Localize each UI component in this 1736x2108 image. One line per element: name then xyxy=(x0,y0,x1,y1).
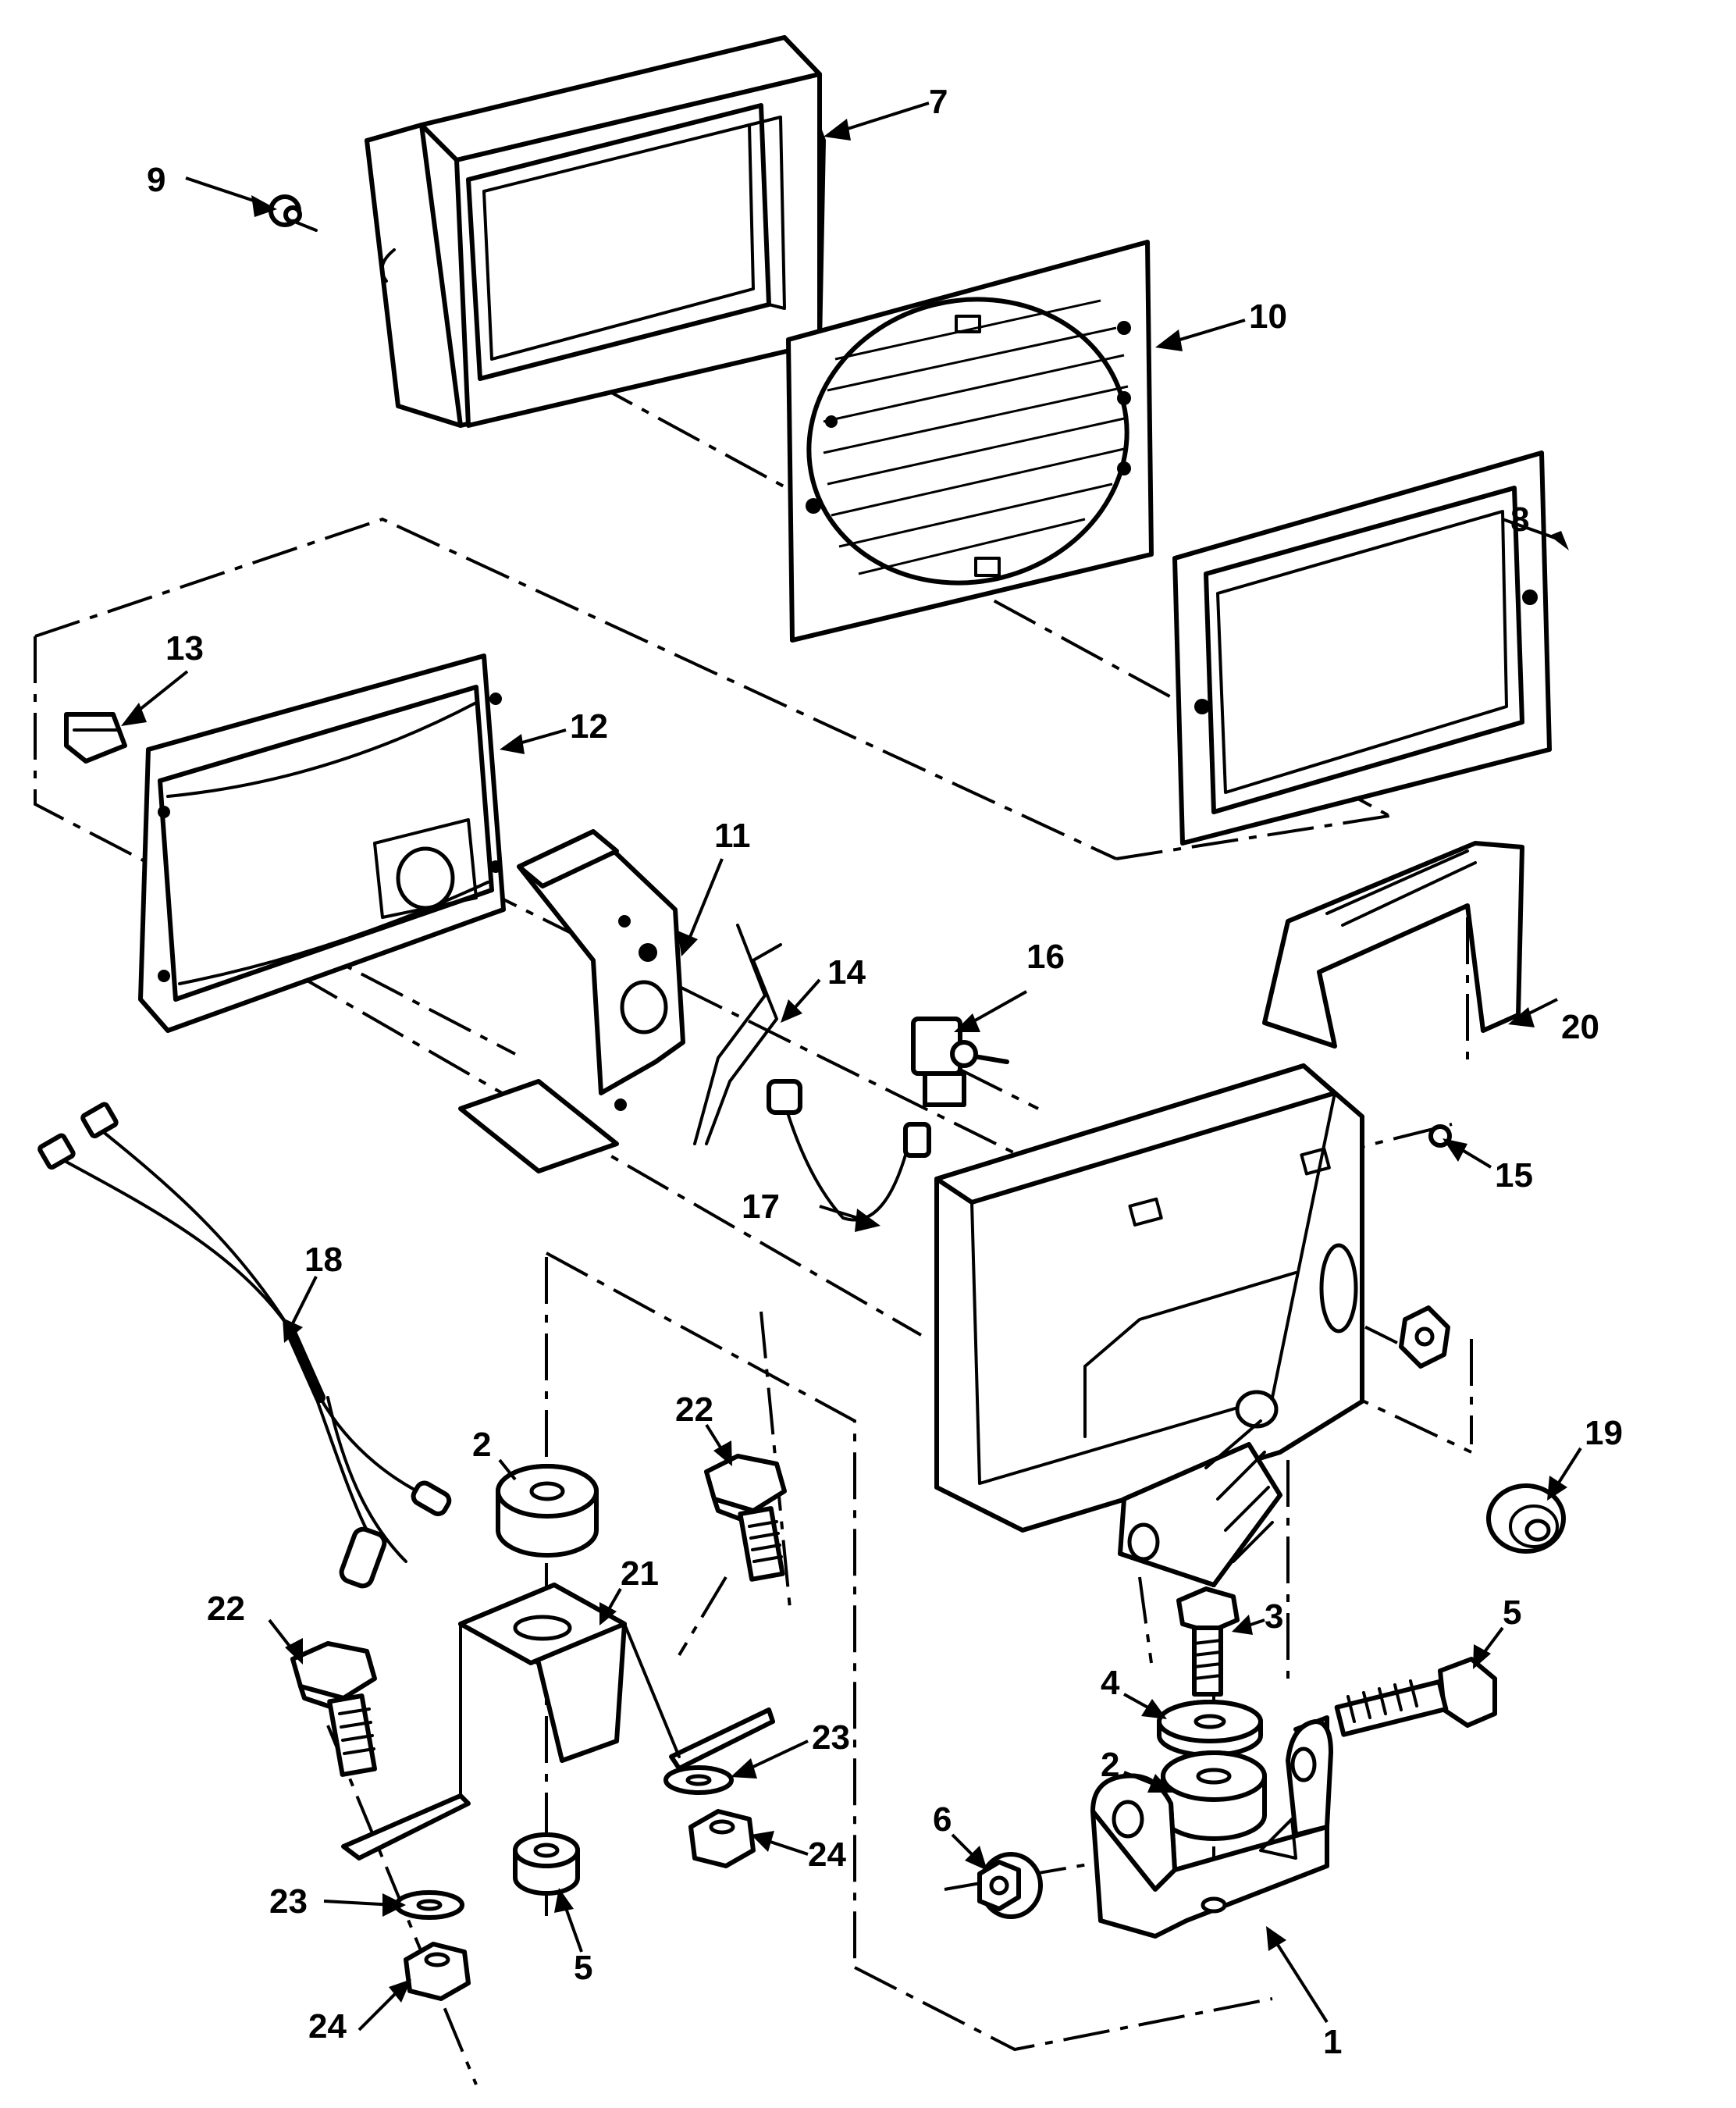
callout-21: 21 xyxy=(621,1554,659,1593)
rubber-mount-upper xyxy=(496,1464,599,1558)
hex-nut-side xyxy=(1399,1305,1450,1369)
wiring-harness xyxy=(37,1102,452,1589)
lamp-hood xyxy=(1262,841,1524,1049)
callout-14: 14 xyxy=(827,953,866,992)
callout-17: 17 xyxy=(742,1188,780,1226)
callout-1: 1 xyxy=(1323,2023,1342,2061)
bolt-upper xyxy=(704,1454,787,1582)
callout-16: 16 xyxy=(1026,938,1065,976)
callout-8: 8 xyxy=(1510,500,1529,539)
long-bolt xyxy=(1334,1657,1497,1737)
callout-12: 12 xyxy=(570,707,608,746)
wire-clip xyxy=(693,924,782,1145)
hex-nut-left xyxy=(404,1942,471,2001)
grommet xyxy=(1486,1483,1566,1554)
lens-reflector xyxy=(138,653,506,1033)
callout-23-right: 23 xyxy=(812,1718,850,1757)
callout-13: 13 xyxy=(165,629,204,668)
mounting-bracket xyxy=(341,1583,775,1861)
screw-9 xyxy=(269,194,318,232)
bolt-3 xyxy=(1176,1586,1240,1697)
callout-18: 18 xyxy=(304,1241,343,1279)
callout-23-left: 23 xyxy=(269,1882,308,1921)
toggle-switch xyxy=(911,1017,1009,1107)
hex-nut-right xyxy=(688,1809,756,1868)
flat-washer xyxy=(1157,1700,1263,1757)
gasket xyxy=(1172,450,1552,846)
connector-13 xyxy=(64,712,127,764)
nut-center xyxy=(513,1832,580,1896)
lock-washer-left xyxy=(394,1890,464,1920)
callout-5-lower: 5 xyxy=(574,1949,592,1987)
lock-washer-right xyxy=(663,1765,734,1795)
callout-24-left: 24 xyxy=(308,2007,347,2046)
callout-15: 15 xyxy=(1495,1156,1533,1195)
callout-6: 6 xyxy=(933,1800,952,1839)
callout-7: 7 xyxy=(929,83,948,121)
wire-lead-17 xyxy=(767,1079,931,1222)
lamp-housing xyxy=(934,1063,1364,1587)
callout-5-upper: 5 xyxy=(1503,1593,1521,1632)
callout-4: 4 xyxy=(1101,1664,1120,1702)
rubber-mount-lower xyxy=(1161,1750,1267,1841)
nut-6 xyxy=(977,1852,1043,1919)
callout-22-lower: 22 xyxy=(207,1590,245,1628)
callout-2-upper: 2 xyxy=(472,1426,491,1464)
callout-3: 3 xyxy=(1265,1597,1283,1636)
callout-11: 11 xyxy=(714,817,751,855)
callout-9: 9 xyxy=(147,161,165,199)
lamp-bracket xyxy=(458,829,685,1173)
callout-10: 10 xyxy=(1249,297,1287,336)
grille-panel xyxy=(786,240,1154,643)
callout-2-lower: 2 xyxy=(1101,1746,1119,1784)
callout-19: 19 xyxy=(1585,1414,1623,1452)
leader-lines xyxy=(121,101,1582,2031)
callout-20: 20 xyxy=(1561,1008,1599,1046)
bolt-lower xyxy=(290,1641,378,1777)
callout-labels: 7 9 10 8 13 12 11 14 16 20 15 17 18 19 2… xyxy=(147,83,1623,2061)
base-bracket xyxy=(1090,1715,1333,1939)
callout-22-upper: 22 xyxy=(675,1390,713,1429)
callout-24-right: 24 xyxy=(808,1836,846,1874)
front-bezel xyxy=(365,35,826,428)
